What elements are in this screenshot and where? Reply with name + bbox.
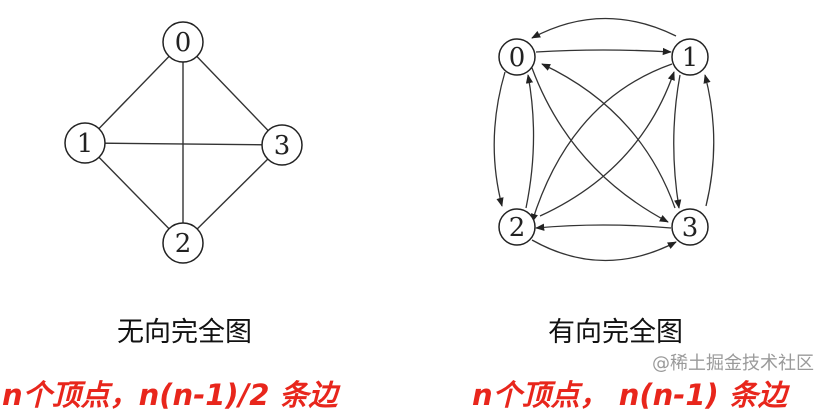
directed-caption: 有向完全图 [548, 317, 683, 348]
edge-1-to-2 [530, 63, 673, 223]
edge-2-to-0 [525, 74, 535, 209]
edge-1-3 [84, 142, 283, 146]
edge-0-to-3 [531, 67, 669, 223]
undirected-nodes: 0 1 2 3 [64, 21, 303, 264]
undirected-caption: 无向完全图 [117, 317, 252, 348]
directed-nodes: 0 1 2 3 [498, 38, 709, 246]
undirected-formula: n个顶点，n(n-1)/2 条边 [2, 378, 338, 412]
edge-3-to-1 [703, 74, 715, 207]
edge-0-1 [84, 41, 184, 144]
node-1: 1 [671, 38, 709, 76]
node-2: 2 [498, 208, 536, 246]
edge-0-to-1 [535, 47, 672, 56]
node-label: 2 [509, 213, 526, 243]
node-0: 0 [162, 21, 204, 63]
node-label: 0 [175, 28, 192, 58]
directed-graph [493, 17, 715, 262]
edge-1-to-0 [531, 17, 677, 39]
edge-3-2 [182, 144, 283, 244]
node-label: 3 [682, 213, 699, 243]
undirected-graph [84, 41, 283, 244]
edge-2-to-3 [531, 239, 677, 262]
edge-1-to-3 [673, 74, 682, 209]
node-0: 0 [498, 38, 536, 76]
node-label: 3 [274, 131, 291, 161]
node-3: 3 [671, 208, 709, 246]
node-label: 1 [77, 129, 94, 159]
edge-3-to-0 [541, 63, 676, 209]
edge-0-to-2 [493, 71, 506, 207]
watermark: @稀土掘金技术社区 [652, 353, 814, 374]
edge-1-2 [84, 142, 184, 244]
node-2: 2 [162, 222, 204, 264]
edge-2-to-1 [539, 71, 675, 217]
node-label: 2 [175, 229, 192, 259]
node-label: 1 [682, 43, 699, 73]
node-label: 0 [509, 43, 526, 73]
node-3: 3 [261, 124, 303, 166]
node-1: 1 [64, 122, 106, 164]
edge-3-to-2 [535, 223, 672, 231]
edge-0-3 [182, 41, 283, 146]
directed-formula: n个顶点， n(n-1) 条边 [472, 378, 787, 412]
